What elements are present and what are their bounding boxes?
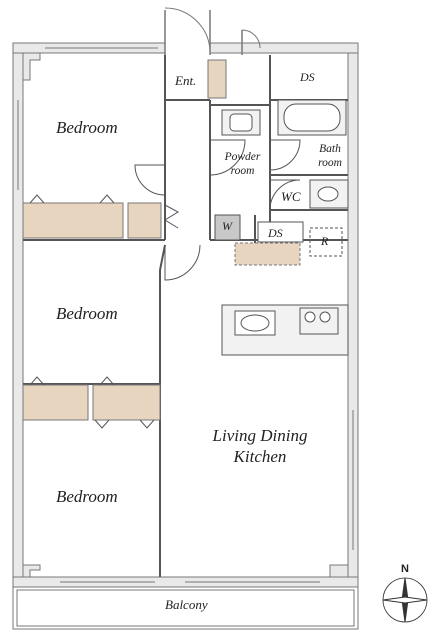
closets [22,202,301,421]
ldk-label: Living Dining Kitchen [212,426,308,466]
compass-north-label: N [401,563,409,575]
entrance-area [164,7,261,99]
windows [17,47,354,583]
ds-mid-label: DS [268,226,283,240]
ds-top-label: DS [300,70,315,84]
refrigerator-label: R [321,234,329,248]
closet-door-markers [29,194,155,429]
bedroom-label-3: Bedroom [56,487,118,506]
doors [134,139,301,281]
fixtures [214,99,349,356]
bedroom-label-2: Bedroom [56,304,118,323]
balcony [12,586,359,630]
compass-rose [382,577,428,623]
bath-room-label: Bath room [318,143,342,169]
entrance-label: Ent. [175,73,197,88]
washer-label: W [222,219,232,233]
wc-label: WC [281,189,301,204]
powder-room-label: Powder room [224,151,261,177]
balcony-label: Balcony [165,597,208,612]
bedroom-label-1: Bedroom [56,118,118,137]
